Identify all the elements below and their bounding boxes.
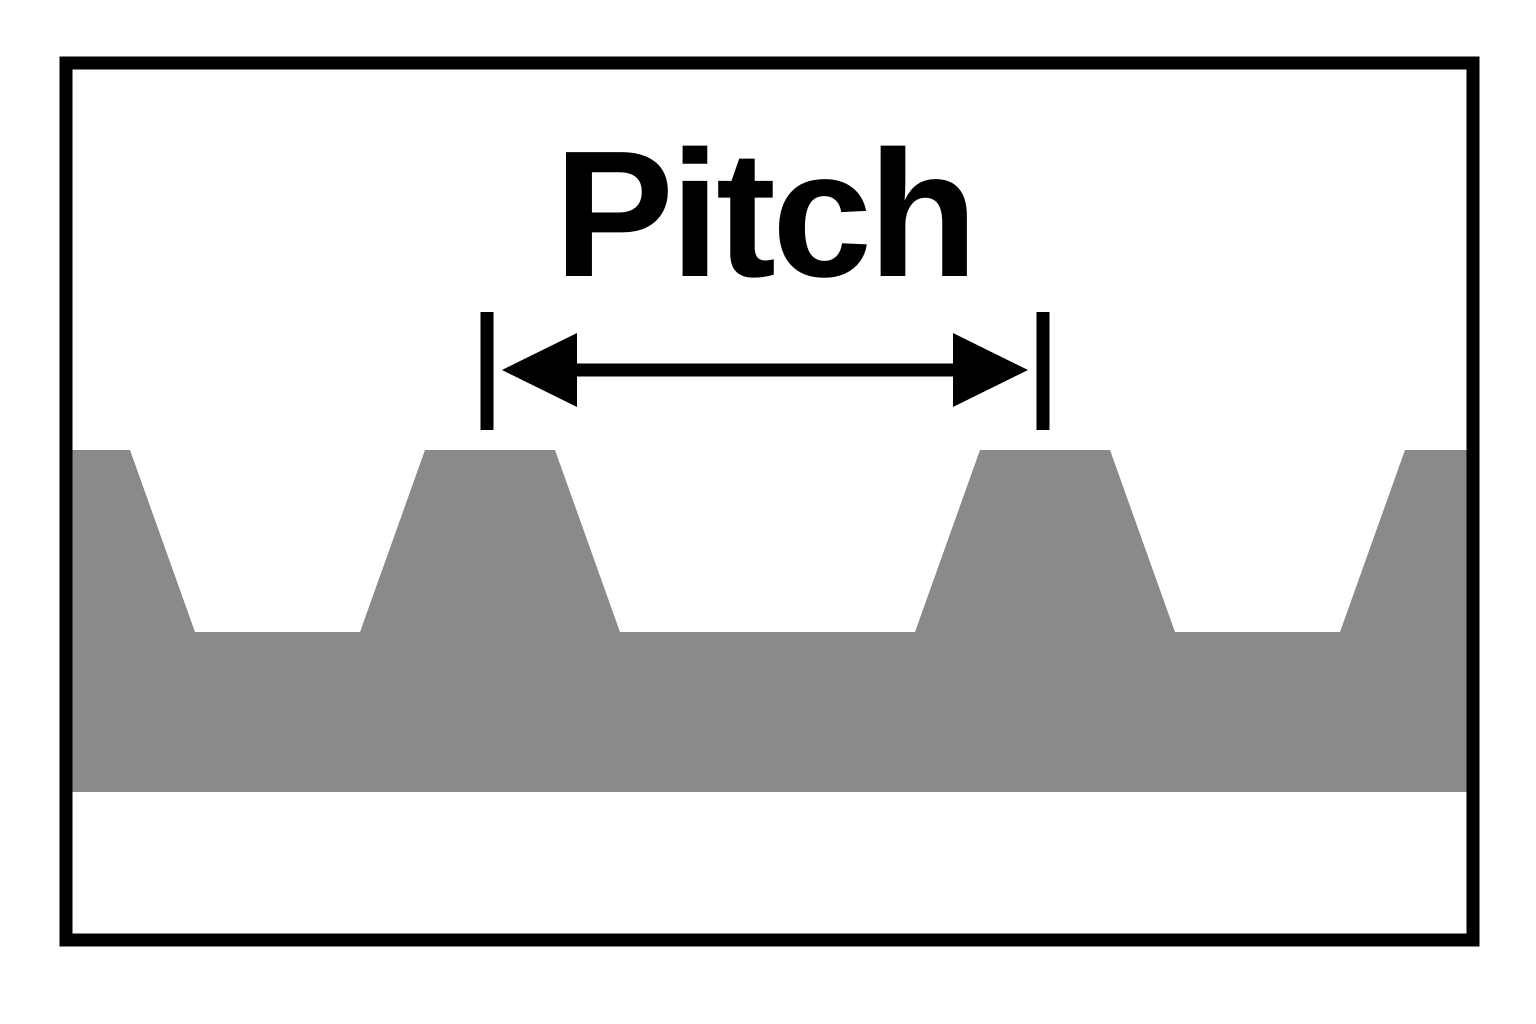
diagram-border xyxy=(59,56,1480,947)
pitch-label: Pitch xyxy=(554,114,974,315)
pitch-dimension-arrow xyxy=(502,333,1028,407)
arrow-head-left-icon xyxy=(502,333,577,407)
arrow-head-right-icon xyxy=(953,333,1028,407)
thread-profile-shape xyxy=(72,450,1468,792)
